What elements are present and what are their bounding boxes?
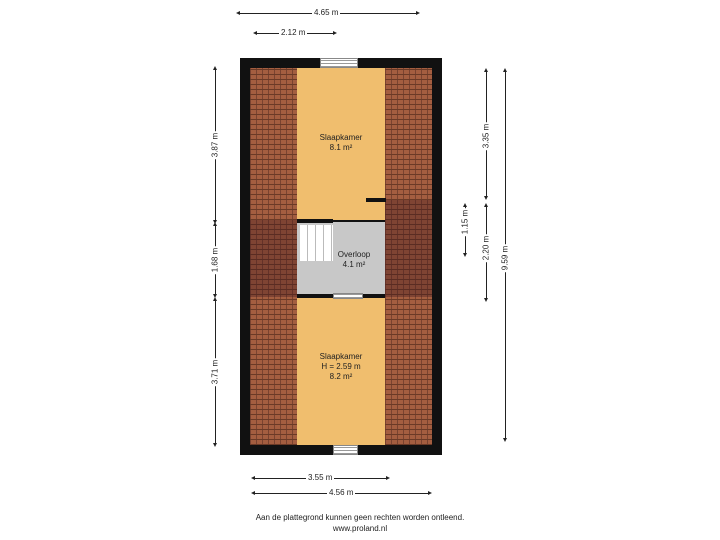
roof-band-right (385, 200, 432, 297)
stairs (300, 225, 333, 261)
landing-wall-top-right (366, 198, 386, 202)
room-height: H = 2.59 m (321, 362, 361, 371)
roof-right (385, 68, 432, 445)
window-bottom (333, 445, 358, 455)
bedroom-bottom (297, 297, 385, 445)
window-top (320, 58, 358, 68)
landing-wall-top (297, 219, 333, 223)
window-landing (333, 293, 363, 299)
dim-right-mid: 2.20 m (481, 233, 491, 263)
dim-left-top: 3.87 m (210, 130, 220, 160)
dim-left-bottom: 3.71 m (210, 357, 220, 387)
room-name: Slaapkamer (319, 133, 363, 142)
dim-right-total: 9.59 m (500, 243, 510, 273)
dim-bottom-partial: 3.55 m (306, 473, 335, 482)
dim-top-total: 4.65 m (312, 8, 341, 17)
bedroom-top (297, 68, 385, 220)
disclaimer: Aan de plattegrond kunnen geen rechten w… (255, 513, 465, 522)
room-name: Overloop (337, 250, 371, 259)
room-label-bedroom-top: Slaapkamer 8.1 m² (297, 133, 385, 153)
dim-bottom-total: 4.56 m (327, 488, 356, 497)
room-label-landing: Overloop 4.1 m² (310, 250, 398, 270)
room-label-bedroom-bottom: Slaapkamer H = 2.59 m 8.2 m² (297, 352, 385, 382)
room-name: Slaapkamer (319, 352, 363, 361)
dim-right-small: 1.15 m (460, 207, 470, 237)
room-area: 8.2 m² (329, 372, 353, 381)
room-area: 4.1 m² (342, 260, 366, 269)
website: www.proland.nl (332, 524, 388, 533)
room-area: 8.1 m² (329, 143, 353, 152)
dim-top-partial: 2.12 m (279, 28, 308, 37)
roof-band-left (250, 220, 297, 297)
roof-left (250, 68, 297, 445)
dim-right-top: 3.35 m (481, 121, 491, 151)
dim-left-mid: 1.68 m (210, 245, 220, 275)
